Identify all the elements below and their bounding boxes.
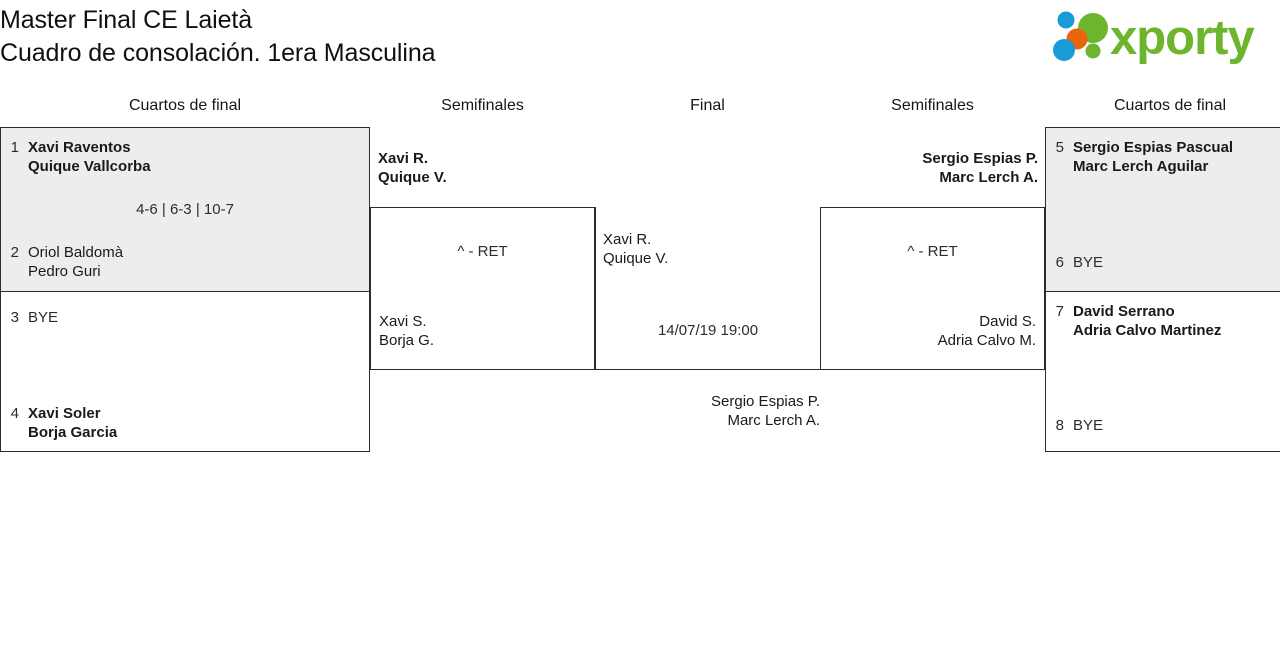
participant-slot[interactable]: David S. Adria Calvo M.	[938, 312, 1036, 350]
player-name-1: Sergio Espias Pascual	[1073, 139, 1234, 156]
match-qf-left-bottom[interactable]: 3 BYE 4 Xavi Soler Borja Garcia	[0, 291, 370, 452]
player-name-2: Adria Calvo Martinez	[1073, 322, 1222, 339]
match-sf-right[interactable]: ^ - RET David S. Adria Calvo M.	[820, 207, 1045, 370]
match-sf-left[interactable]: ^ - RET Xavi S. Borja G.	[370, 207, 595, 370]
participant-names: Oriol Baldomà Pedro Guri	[28, 243, 123, 281]
participant-slot-sf-right-top[interactable]: Sergio Espias P. Marc Lerch A.	[820, 149, 1038, 187]
round-header-sf-left: Semifinales	[441, 97, 524, 114]
player-name-2: Adria Calvo M.	[937, 332, 1036, 349]
player-name-1: Xavi Raventos	[28, 139, 131, 156]
participant-names: Xavi R. Quique V.	[378, 149, 447, 187]
xporty-logo[interactable]: xporty	[1050, 6, 1274, 64]
match-score: ^ - RET	[907, 243, 958, 260]
player-name-2: Quique Vallcorba	[28, 158, 151, 175]
match-score: ^ - RET	[457, 243, 508, 260]
participant-names: Sergio Espias P. Marc Lerch A.	[922, 149, 1038, 187]
participant-slot[interactable]: 8 BYE	[1054, 416, 1103, 435]
participant-names: Xavi Soler Borja Garcia	[28, 404, 117, 442]
round-header-final: Final	[690, 97, 725, 114]
match-qf-right-top[interactable]: 5 Sergio Espias Pascual Marc Lerch Aguil…	[1045, 127, 1280, 292]
player-name-2: Pedro Guri	[28, 263, 101, 280]
player-name-2: Borja Garcia	[28, 424, 118, 441]
participant-slot-sf-left-top[interactable]: Xavi R. Quique V.	[378, 149, 447, 187]
player-name-2: Borja G.	[379, 332, 435, 349]
participant-names: BYE	[1073, 416, 1103, 435]
participant-slot[interactable]: 7 David Serrano Adria Calvo Martinez	[1054, 302, 1222, 340]
player-name-2: Marc Lerch Aguilar	[1073, 158, 1209, 175]
player-name-1: BYE	[1073, 417, 1104, 434]
seed-number: 8	[1055, 417, 1064, 434]
player-name-1: BYE	[1073, 254, 1104, 271]
participant-slot[interactable]: 5 Sergio Espias Pascual Marc Lerch Aguil…	[1054, 138, 1233, 176]
participant-slot-final-top[interactable]: Xavi R. Quique V.	[603, 230, 668, 268]
player-name-1: Xavi Soler	[28, 405, 101, 422]
match-qf-left-top[interactable]: 1 Xavi Raventos Quique Vallcorba 4-6 | 6…	[0, 127, 370, 292]
participant-slot[interactable]: Xavi S. Borja G.	[379, 312, 434, 350]
participant-names: Sergio Espias P. Marc Lerch A.	[711, 392, 820, 430]
player-name-2: Quique V.	[378, 169, 447, 186]
player-name-1: Sergio Espias P.	[711, 393, 820, 410]
participant-names: David S. Adria Calvo M.	[938, 312, 1036, 350]
match-final[interactable]: 14/07/19 19:00	[595, 207, 820, 370]
player-name-1: Xavi S.	[379, 313, 427, 330]
page-title: Master Final CE Laietà Cuadro de consola…	[0, 0, 900, 70]
participant-slot[interactable]: 6 BYE	[1054, 253, 1103, 272]
logo-wordmark: xporty	[1110, 11, 1256, 64]
player-name-1: BYE	[28, 309, 59, 326]
participant-names: BYE	[1073, 253, 1103, 272]
participant-names: Sergio Espias Pascual Marc Lerch Aguilar	[1073, 138, 1233, 176]
svg-text:xporty: xporty	[1110, 11, 1255, 64]
seed-number: 3	[10, 309, 19, 326]
player-name-2: Marc Lerch A.	[727, 412, 820, 429]
participant-slot[interactable]: 2 Oriol Baldomà Pedro Guri	[9, 243, 123, 281]
seed-number: 2	[10, 244, 19, 261]
seed-number: 1	[10, 139, 19, 156]
player-name-1: Sergio Espias P.	[922, 150, 1038, 167]
player-name-1: Xavi R.	[378, 150, 429, 167]
match-qf-right-bottom[interactable]: 7 David Serrano Adria Calvo Martinez 8 B…	[1045, 291, 1280, 452]
participant-names: Xavi S. Borja G.	[379, 312, 434, 350]
seed-number: 5	[1055, 139, 1064, 156]
seed-number: 7	[1055, 303, 1064, 320]
participant-names: Xavi R. Quique V.	[603, 230, 668, 268]
participant-slot[interactable]: 1 Xavi Raventos Quique Vallcorba	[9, 138, 151, 176]
player-name-1: David S.	[979, 313, 1036, 330]
player-name-1: Xavi R.	[603, 231, 652, 248]
player-name-1: David Serrano	[1073, 303, 1175, 320]
participant-names: BYE	[28, 308, 58, 327]
match-score: 4-6 | 6-3 | 10-7	[136, 201, 234, 218]
participant-slot[interactable]: 3 BYE	[9, 308, 58, 327]
round-header-sf-right: Semifinales	[891, 97, 974, 114]
seed-number: 6	[1055, 254, 1064, 271]
participant-slot-final-bottom[interactable]: Sergio Espias P. Marc Lerch A.	[595, 392, 820, 430]
tournament-name: Master Final CE Laietà	[0, 6, 253, 34]
participant-slot[interactable]: 4 Xavi Soler Borja Garcia	[9, 404, 118, 442]
participant-names: David Serrano Adria Calvo Martinez	[1073, 302, 1221, 340]
round-header-qf-right: Cuartos de final	[1113, 97, 1227, 114]
tournament-subtitle: Cuadro de consolación. 1era Masculina	[0, 39, 436, 67]
player-name-1: Oriol Baldomà	[28, 244, 124, 261]
participant-names: Xavi Raventos Quique Vallcorba	[28, 138, 151, 176]
round-header-qf-left: Cuartos de final	[128, 97, 242, 114]
seed-number: 4	[10, 405, 19, 422]
logo-dots-icon	[1053, 11, 1108, 61]
player-name-2: Marc Lerch A.	[939, 169, 1038, 186]
player-name-2: Quique V.	[603, 250, 669, 267]
match-score: 14/07/19 19:00	[657, 322, 759, 339]
